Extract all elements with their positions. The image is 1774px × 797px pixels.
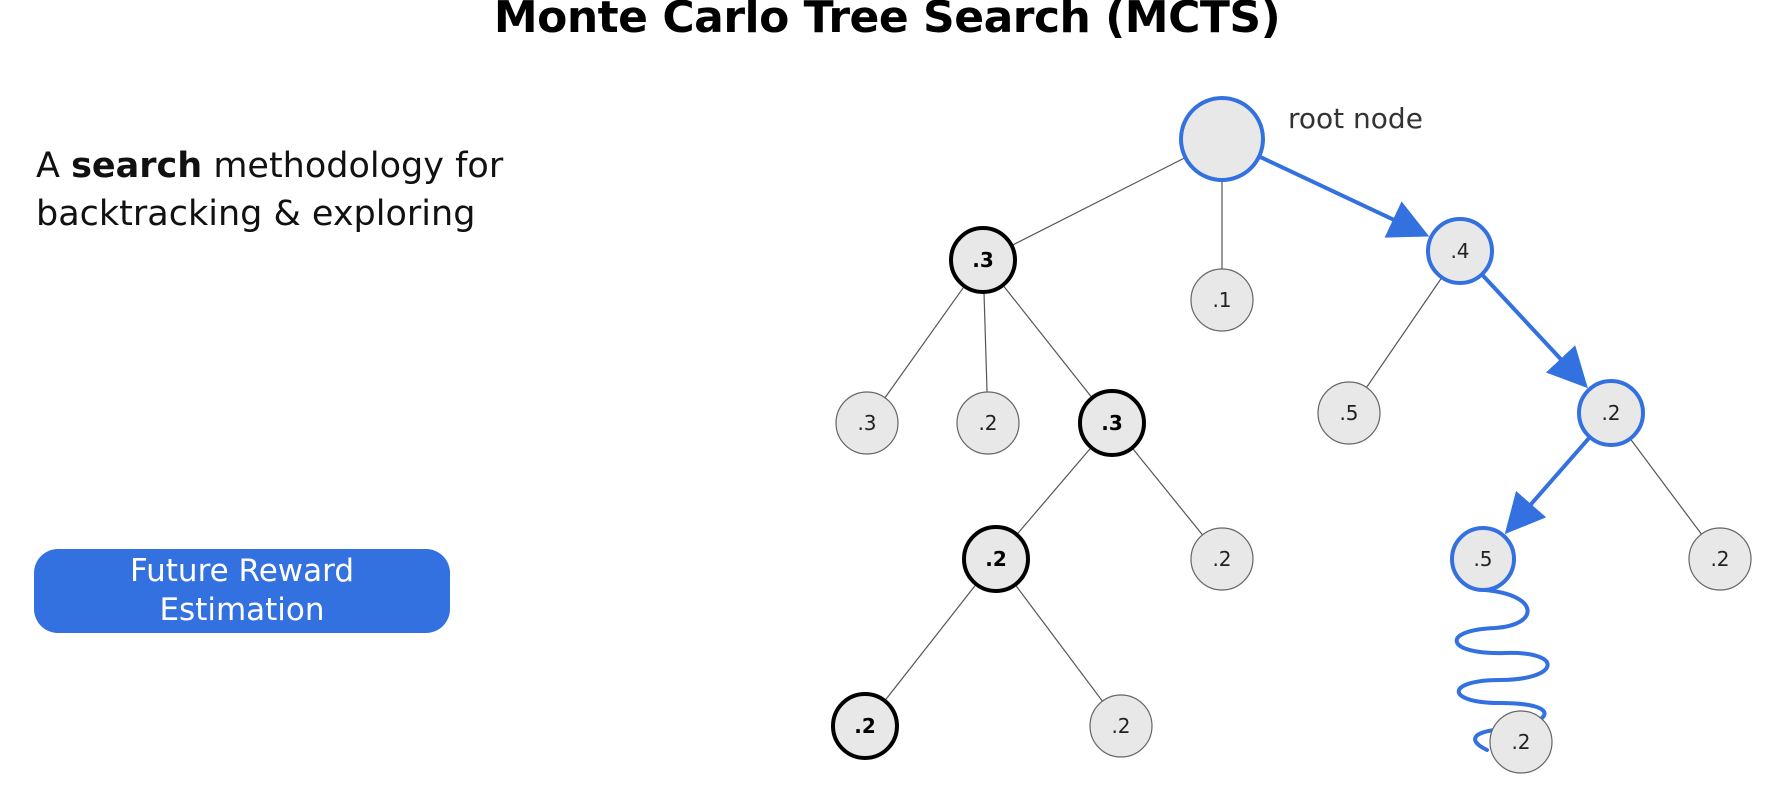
tree-node-a3a1: .2 <box>831 692 899 760</box>
tree-edge-c2-c2b <box>1629 438 1702 535</box>
tree-edge-c-c1 <box>1366 277 1443 388</box>
tree-node-value-a: .3 <box>972 248 994 272</box>
tree-node-c2: .2 <box>1577 379 1645 447</box>
tree-node-c2a: .5 <box>1450 526 1516 592</box>
tree-edge-a3a-a3a1 <box>884 583 977 702</box>
tree-node-circle-c2b <box>1688 527 1752 591</box>
tree-node-circle-a1 <box>835 391 899 455</box>
tree-node-value-c: .4 <box>1450 239 1469 263</box>
tree-node-a3a: .2 <box>962 525 1030 593</box>
tree-node-circle-a3 <box>1078 389 1146 457</box>
tree-node-circle-c <box>1426 217 1494 285</box>
button-line-1: Future Reward <box>129 553 355 589</box>
tree-node-circle-a3b <box>1190 527 1254 591</box>
tree-node-value-a3b: .2 <box>1212 547 1231 571</box>
tree-node-value-a3a2: .2 <box>1111 714 1130 738</box>
selection-arrow-c2-c2a <box>1504 435 1592 535</box>
tree-node-c: .4 <box>1426 217 1494 285</box>
tree-node-a3b: .2 <box>1190 527 1254 591</box>
tree-node-a1: .3 <box>835 391 899 455</box>
tree-node-circle-sim <box>1489 710 1553 774</box>
tagline-line-2: backtracking & exploring <box>36 194 476 234</box>
tree-node-c1: .5 <box>1317 381 1381 445</box>
tree-nodes: .3 .1 .4 .3 .2 .3 .5 .2 .2 .2 .5 .2 .2 .2 .2 <box>831 96 1752 774</box>
page-title: Monte Carlo Tree Search (MCTS) <box>493 0 1281 43</box>
tree-edge-a3a-a3a2 <box>1014 584 1103 702</box>
future-reward-estimation-button[interactable]: Future Reward Estimation <box>34 549 450 633</box>
tree-node-circle-c2a <box>1450 526 1516 592</box>
tree-node-c2b: .2 <box>1688 527 1752 591</box>
tree-node-circle-b <box>1190 268 1254 332</box>
tree-node-circle-a <box>949 226 1017 294</box>
tree-edge-a-a1 <box>884 285 965 399</box>
tree-edge-a-a2 <box>983 291 988 393</box>
tree-node-circle-c1 <box>1317 381 1381 445</box>
tree-node-a2: .2 <box>956 391 1020 455</box>
tree-node-circle-a2 <box>956 391 1020 455</box>
tree-edges <box>884 154 1702 752</box>
tagline-suffix: methodology for <box>202 146 504 186</box>
tagline-line-1: A search methodology for <box>36 142 636 190</box>
tree-node-root <box>1179 96 1265 182</box>
tree-node-value-c2a: .5 <box>1473 547 1492 571</box>
tree-node-a3a2: .2 <box>1089 694 1153 758</box>
tree-node-value-c2b: .2 <box>1710 547 1729 571</box>
tree-node-circle-root <box>1179 96 1265 182</box>
tree-node-circle-a3a2 <box>1089 694 1153 758</box>
tree-node-a3: .3 <box>1078 389 1146 457</box>
tree-node-a: .3 <box>949 226 1017 294</box>
tagline: A search methodology for backtracking & … <box>36 142 636 238</box>
tree-node-value-a3a1: .2 <box>854 714 876 738</box>
tree-node-sim: .2 <box>1489 710 1553 774</box>
tagline-prefix: A <box>36 146 72 186</box>
tree-node-circle-c2 <box>1577 379 1645 447</box>
tree-node-value-b: .1 <box>1212 288 1231 312</box>
tree-node-value-c1: .5 <box>1339 401 1358 425</box>
tree-node-value-a3: .3 <box>1101 411 1123 435</box>
tree-node-circle-a3a <box>962 525 1030 593</box>
tree-node-value-a3a: .2 <box>985 547 1007 571</box>
tree-node-value-a2: .2 <box>978 411 997 435</box>
tree-edge-a3-a3b <box>1131 447 1203 536</box>
tree-node-value-sim: .2 <box>1511 730 1530 754</box>
button-line-2: Estimation <box>159 592 325 628</box>
tree-edge-root-a <box>1011 156 1186 247</box>
tree-node-b: .1 <box>1190 268 1254 332</box>
tree-edge-a-a3 <box>1002 284 1093 399</box>
tree-node-circle-a3a1 <box>831 692 899 760</box>
tree-node-value-c2: .2 <box>1601 401 1620 425</box>
tree-edge-a3-a3a <box>1016 446 1092 536</box>
root-node-caption: root node <box>1288 102 1423 135</box>
selection-arrow-root-c <box>1258 154 1430 238</box>
tagline-emphasis: search <box>71 146 203 186</box>
tree-node-value-a1: .3 <box>857 411 876 435</box>
selection-arrow-c-c2 <box>1480 273 1588 389</box>
